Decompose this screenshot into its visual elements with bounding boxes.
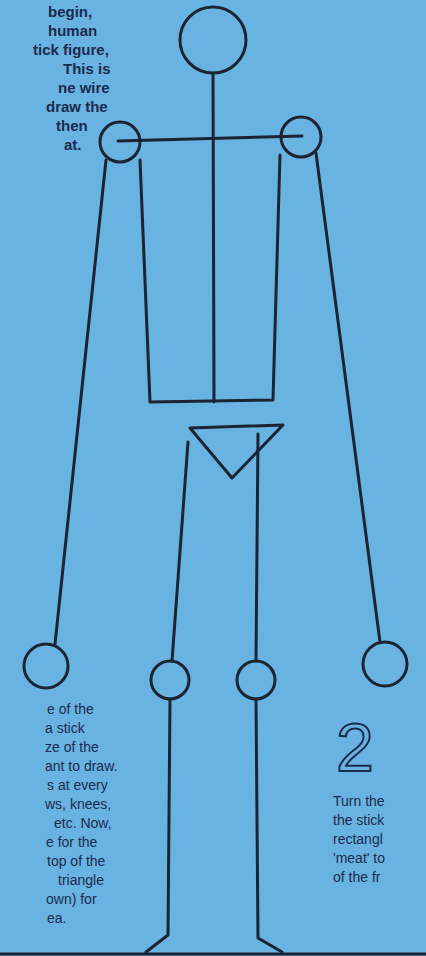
leg-line xyxy=(256,434,258,661)
arm-line xyxy=(316,153,380,642)
hand-joint xyxy=(363,642,407,686)
head-circle xyxy=(180,7,246,73)
spine-line xyxy=(213,73,214,402)
note-text: at. xyxy=(64,135,82,154)
torso-outline xyxy=(140,155,280,402)
note-text: ant to draw. xyxy=(45,757,117,776)
ground-line xyxy=(0,953,426,956)
note-text: This is xyxy=(63,59,111,78)
note-text: draw the xyxy=(46,97,108,116)
knee-joint xyxy=(151,661,189,699)
shoulder-joint xyxy=(100,122,140,162)
shoulder-joint xyxy=(281,117,321,157)
note-text: ze of the xyxy=(45,738,99,757)
note-text: ne wire xyxy=(58,78,110,97)
pelvis-triangle xyxy=(190,425,283,478)
note-text: begin, xyxy=(48,2,92,21)
note-text: tick figure, xyxy=(33,40,109,59)
note-text: own) for xyxy=(46,890,97,909)
note-text: then xyxy=(56,116,88,135)
note-text: e of the xyxy=(47,700,94,719)
note-text: top of the xyxy=(47,852,105,871)
note-text: a stick xyxy=(45,719,85,738)
note-text: s at every xyxy=(47,776,108,795)
note-text: e for the xyxy=(46,833,97,852)
note-text: ea. xyxy=(47,909,66,928)
leg-line xyxy=(172,442,188,661)
note-text: etc. Now, xyxy=(54,814,112,833)
note-text: rectangl xyxy=(333,830,383,849)
shoulder-line xyxy=(118,136,302,141)
note-text: of the fr xyxy=(333,868,380,887)
step-number: 2 xyxy=(336,712,374,782)
note-text: human xyxy=(48,21,97,40)
leg-line xyxy=(146,699,170,952)
leg-line xyxy=(256,699,282,952)
note-text: triangle xyxy=(58,871,104,890)
note-text: 'meat' to xyxy=(333,849,385,868)
knee-joint xyxy=(237,661,275,699)
note-text: Turn the xyxy=(333,792,385,811)
note-text: the stick xyxy=(333,811,384,830)
hand-joint xyxy=(24,644,68,688)
arm-line xyxy=(55,160,106,644)
note-text: ws, knees, xyxy=(45,795,111,814)
